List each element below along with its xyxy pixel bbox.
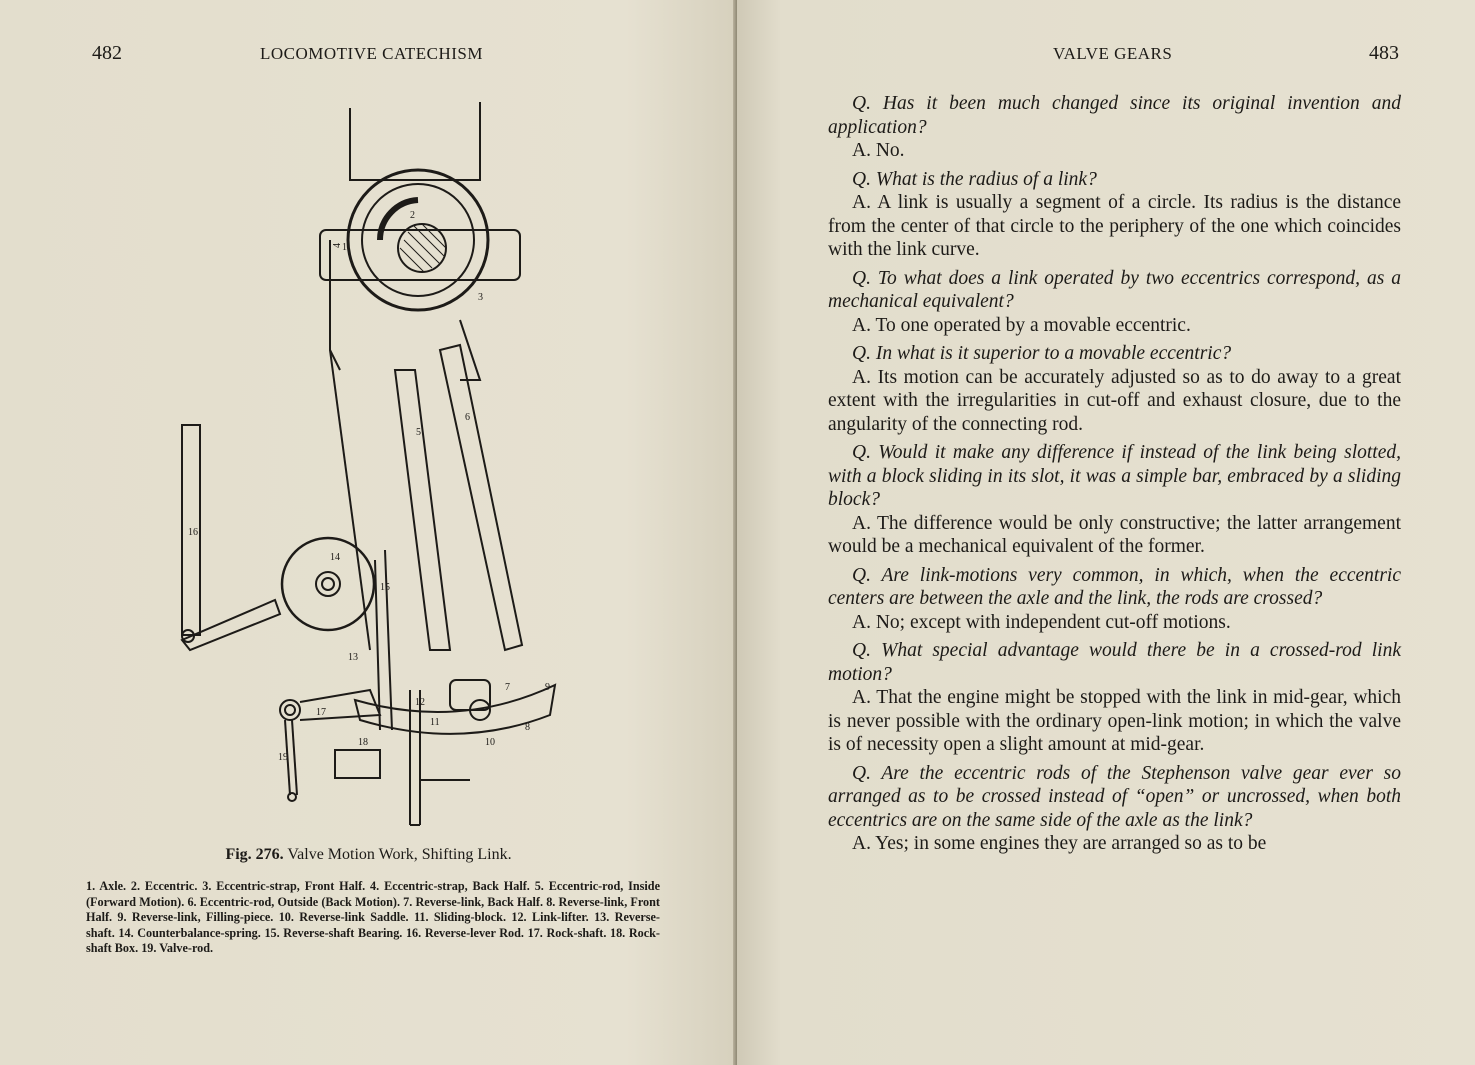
qa-item: Q. In what is it superior to a movable e…: [828, 342, 1401, 436]
svg-text:4: 4: [332, 243, 343, 248]
answer: A. Its motion can be accurately adjusted…: [828, 366, 1401, 435]
svg-text:10: 10: [485, 737, 495, 748]
figure-legend: 1. Axle. 2. Eccentric. 3. Eccentric-stra…: [86, 879, 660, 955]
answer: A. Yes; in some engines they are arrange…: [852, 833, 1267, 854]
svg-text:18: 18: [358, 737, 368, 748]
svg-text:12: 12: [415, 697, 425, 708]
svg-text:13: 13: [348, 652, 358, 663]
page-number-left: 482: [92, 42, 122, 64]
question: Q. To what does a link operated by two e…: [828, 267, 1401, 313]
svg-text:14: 14: [330, 552, 340, 563]
qa-item: Q. Would it make any difference if inste…: [828, 441, 1401, 559]
question: Q. Would it make any difference if inste…: [828, 442, 1401, 510]
svg-text:11: 11: [430, 717, 440, 728]
svg-text:3: 3: [478, 292, 483, 303]
left-page: 482 LOCOMOTIVE CATECHISM: [0, 0, 737, 1065]
svg-text:6: 6: [465, 412, 470, 423]
qa-item: Q. What is the radius of a link?A. A lin…: [828, 168, 1401, 262]
svg-text:15: 15: [380, 582, 390, 593]
valve-motion-figure: 1 2 3 4 5 6 7 8 9 10 11 12 13 14 15 16 1…: [180, 102, 557, 826]
qa-item: Q. Are link-motions very common, in whic…: [828, 564, 1401, 635]
answer: A. No.: [852, 140, 905, 161]
svg-text:16: 16: [188, 527, 198, 538]
qa-body: Q. Has it been much changed since its or…: [828, 92, 1401, 861]
svg-text:1: 1: [342, 242, 347, 253]
answer: A. A link is usually a segment of a circ…: [828, 192, 1401, 260]
svg-text:19: 19: [278, 752, 288, 763]
question: Q. What is the radius of a link?: [852, 168, 1097, 190]
question: Q. Are link-motions very common, in whic…: [828, 564, 1401, 610]
answer: A. The difference would be only construc…: [828, 512, 1401, 558]
figure-title: Valve Motion Work, Shifting Link.: [287, 846, 512, 863]
svg-text:7: 7: [505, 682, 510, 693]
answer: A. To one operated by a movable eccentri…: [852, 314, 1191, 336]
qa-item: Q. Has it been much changed since its or…: [828, 92, 1401, 163]
answer: A. That the engine might be stopped with…: [828, 687, 1401, 755]
figure-caption: Fig. 276. Valve Motion Work, Shifting Li…: [0, 846, 737, 864]
svg-text:8: 8: [525, 722, 530, 733]
question: Q. What special advantage would there be…: [828, 640, 1401, 685]
svg-text:9: 9: [545, 682, 550, 693]
running-head-right: VALVE GEARS: [1053, 44, 1173, 63]
question: Q. Has it been much changed since its or…: [828, 93, 1401, 138]
svg-text:5: 5: [416, 427, 421, 438]
qa-item: Q. To what does a link operated by two e…: [828, 267, 1401, 338]
question: Q. In what is it superior to a movable e…: [852, 343, 1232, 364]
figure-label: Fig. 276.: [225, 846, 284, 863]
right-page: VALVE GEARS 483: [737, 0, 1475, 1065]
svg-text:2: 2: [410, 210, 415, 221]
page-number-right: 483: [1369, 42, 1399, 64]
answer: A. No; except with independent cut-off m…: [852, 611, 1231, 633]
qa-item: Q. What special advantage would there be…: [828, 639, 1401, 757]
svg-text:17: 17: [316, 707, 326, 718]
running-head-left: LOCOMOTIVE CATECHISM: [260, 44, 483, 63]
question: Q. Are the eccentric rods of the Stephen…: [828, 762, 1401, 831]
qa-item: Q. Are the eccentric rods of the Stephen…: [828, 762, 1401, 856]
